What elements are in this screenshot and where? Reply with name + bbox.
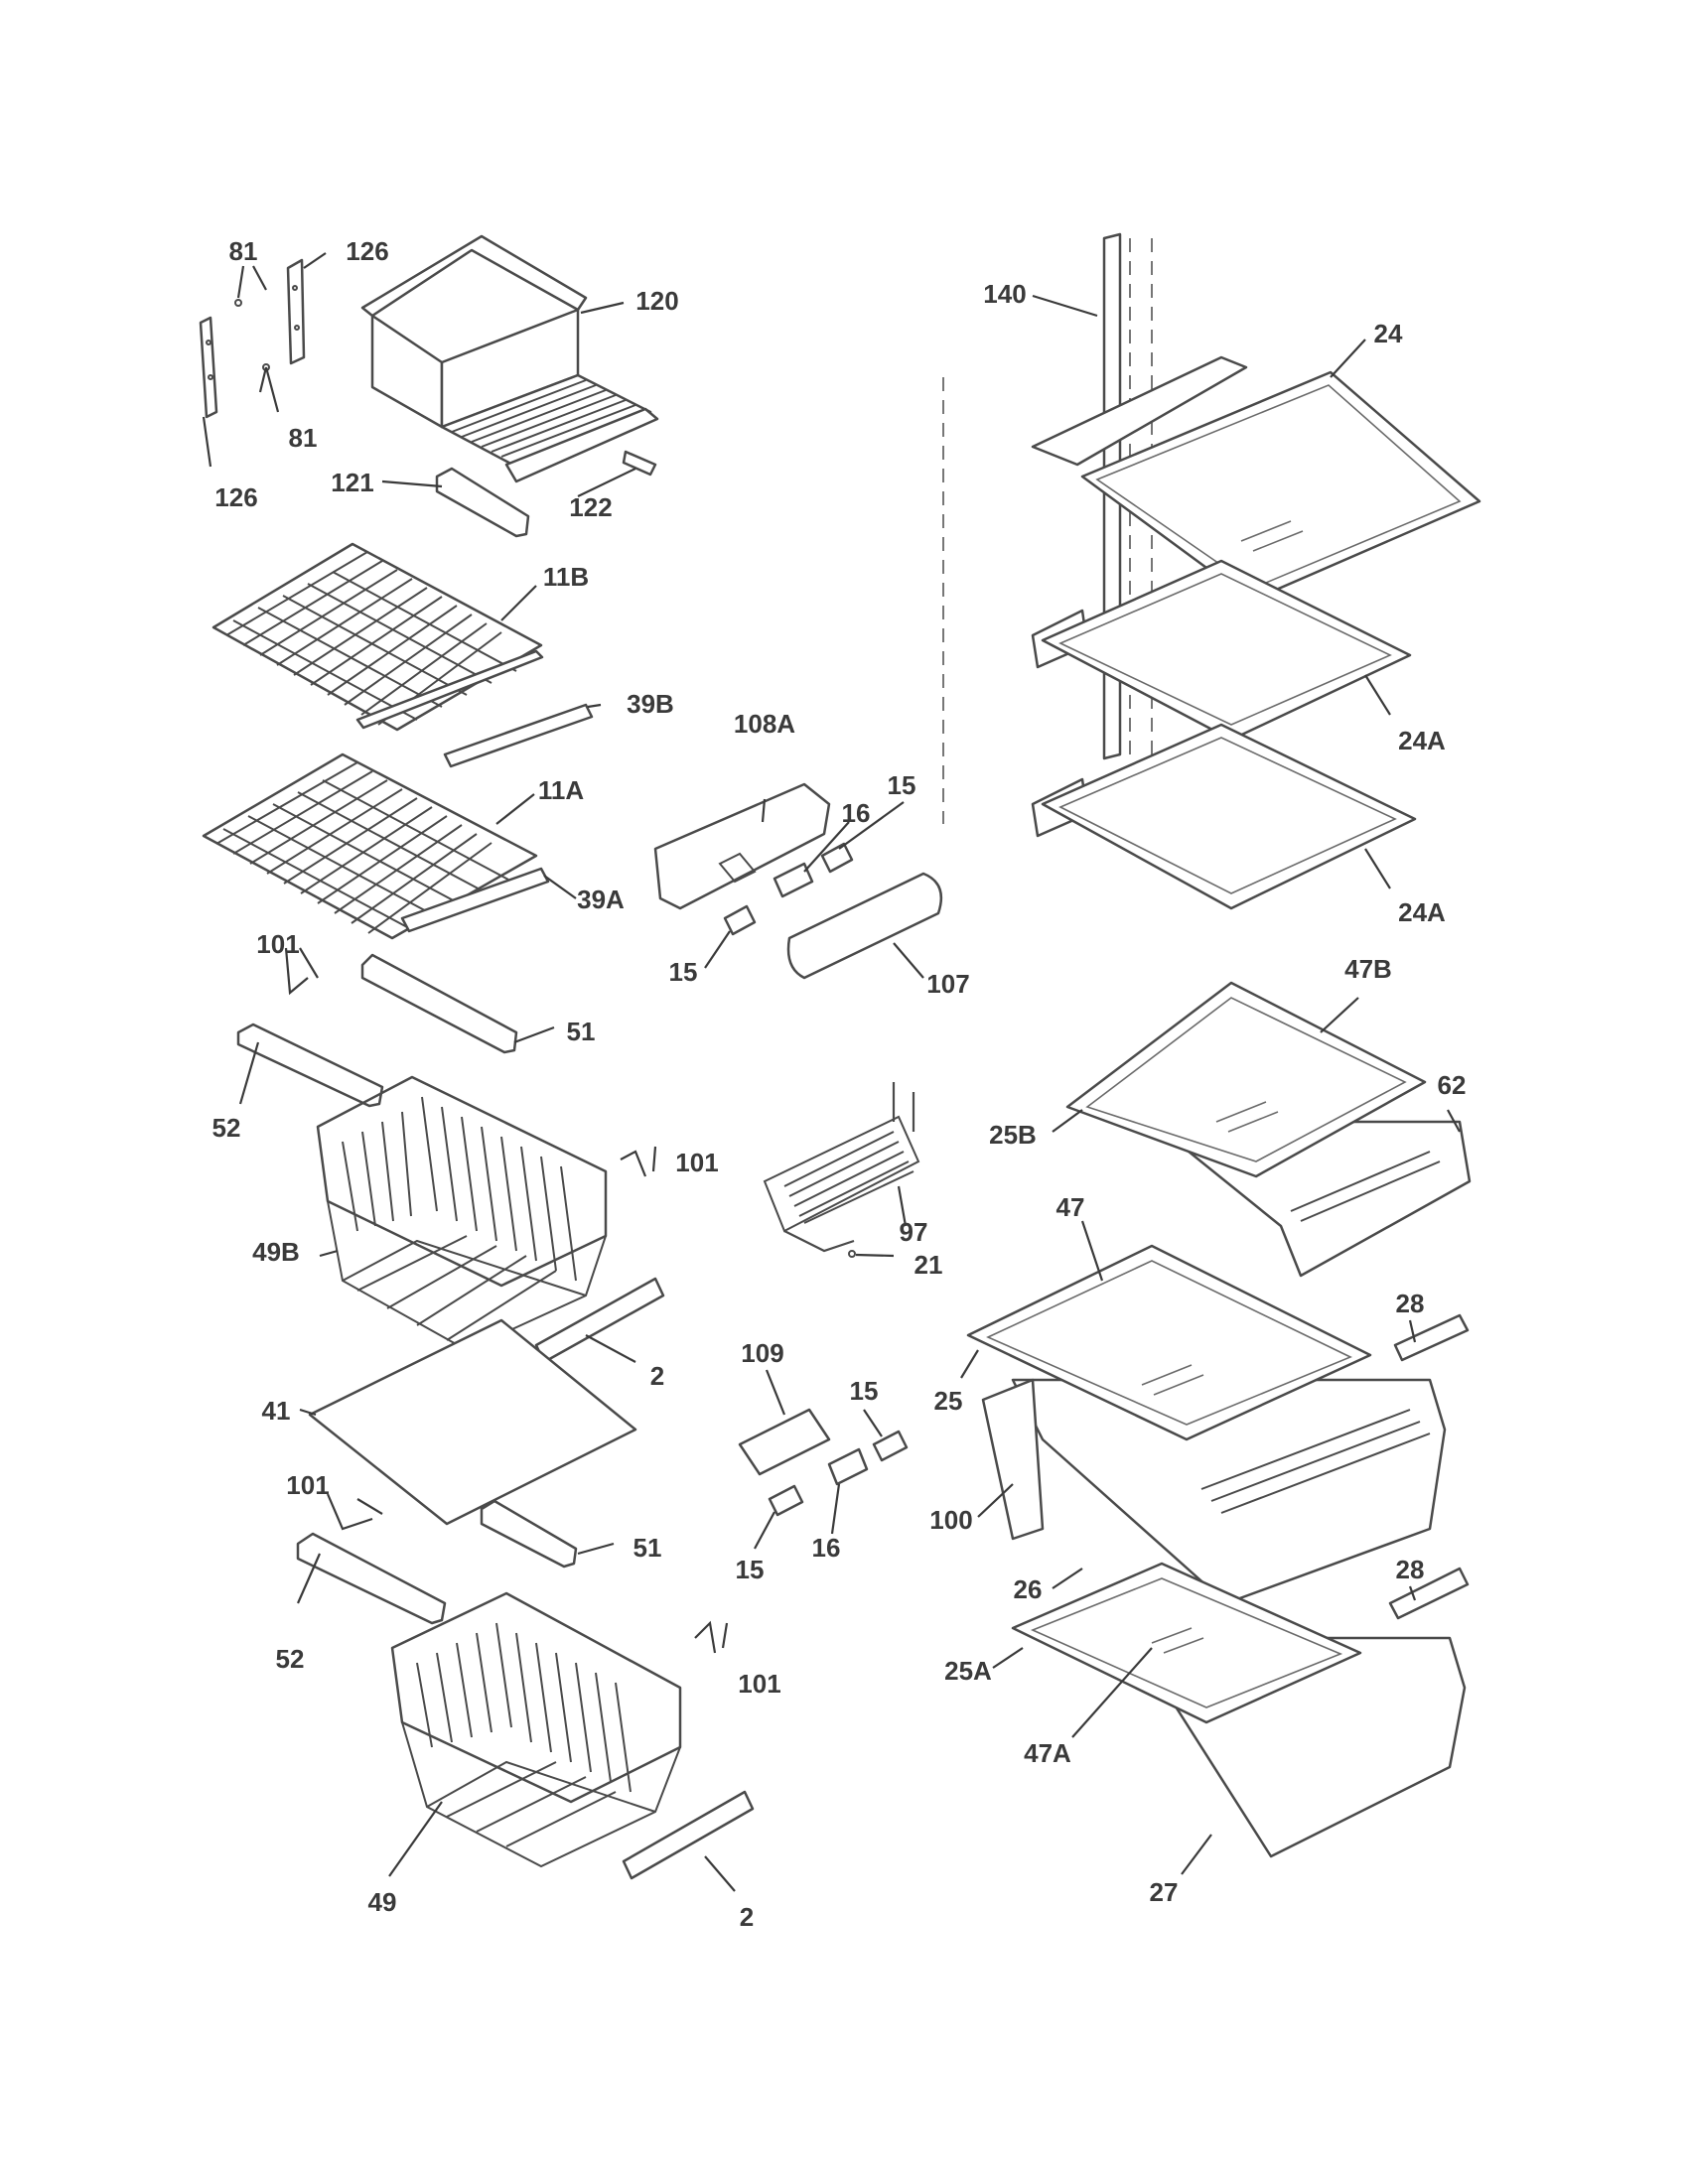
callout-81-bot: 81 bbox=[289, 423, 318, 453]
callout-25: 25 bbox=[934, 1386, 963, 1416]
ice-shelf-pin-122 bbox=[622, 450, 657, 477]
callout-15-mid-right: 15 bbox=[850, 1376, 879, 1406]
callout-52-bot: 52 bbox=[276, 1644, 305, 1674]
callout-15-mid-left: 15 bbox=[736, 1555, 765, 1584]
callout-62: 62 bbox=[1438, 1070, 1467, 1100]
callout-28-top: 28 bbox=[1396, 1289, 1425, 1318]
glass-shelf-24a-top bbox=[1031, 559, 1412, 742]
ice-shelf-bracket-121 bbox=[435, 467, 530, 538]
callout-39b: 39B bbox=[627, 689, 674, 719]
callout-16-mid: 16 bbox=[812, 1533, 841, 1563]
drawer-bracket-28-top bbox=[1393, 1313, 1470, 1362]
crisper-cover-25a bbox=[1011, 1562, 1362, 1724]
callout-24a-bot: 24A bbox=[1398, 897, 1446, 927]
wire-shelf-11a bbox=[202, 752, 538, 940]
light-bulb-15-mid-right bbox=[872, 1430, 909, 1462]
light-bulb-15-top-left bbox=[723, 904, 757, 936]
callout-21: 21 bbox=[914, 1250, 943, 1280]
wire-basket-49b bbox=[316, 1075, 608, 1352]
light-socket-16-top bbox=[773, 862, 814, 898]
callout-97: 97 bbox=[900, 1217, 928, 1247]
callout-11a: 11A bbox=[538, 775, 584, 805]
callout-27: 27 bbox=[1150, 1877, 1179, 1907]
light-shield-107 bbox=[786, 872, 943, 980]
callout-49: 49 bbox=[368, 1887, 397, 1917]
callout-140: 140 bbox=[983, 279, 1026, 309]
mounting-bracket-right bbox=[286, 258, 306, 365]
callout-24: 24 bbox=[1374, 319, 1403, 348]
callout-122: 122 bbox=[569, 492, 612, 522]
light-housing-109 bbox=[738, 1408, 831, 1476]
slide-rail-51-top bbox=[360, 953, 518, 1054]
callout-101-b: 101 bbox=[675, 1148, 718, 1177]
callout-47: 47 bbox=[1056, 1192, 1085, 1222]
callout-26: 26 bbox=[1014, 1574, 1043, 1604]
shelf-trim-39a bbox=[400, 867, 550, 933]
crisper-drawer-26 bbox=[1011, 1378, 1447, 1605]
basket-trim-2-bot bbox=[622, 1790, 755, 1880]
screw-81 bbox=[234, 299, 270, 371]
callout-51-top: 51 bbox=[567, 1017, 596, 1046]
callout-101-d: 101 bbox=[738, 1669, 780, 1699]
callout-25b: 25B bbox=[989, 1120, 1037, 1150]
light-bulb-15-mid-left bbox=[768, 1484, 804, 1517]
leader-lines bbox=[202, 252, 1461, 1892]
slide-rail-52-bot bbox=[296, 1532, 447, 1625]
light-bulb-15-top-right bbox=[820, 842, 854, 874]
drawer-bracket-28-bot bbox=[1388, 1567, 1470, 1620]
callout-15-top-left: 15 bbox=[669, 957, 698, 987]
callout-101-c: 101 bbox=[286, 1470, 329, 1500]
shelf-rail-140 bbox=[942, 232, 1153, 824]
glass-shelf-24a-bot bbox=[1031, 723, 1417, 910]
wire-shelf-11b bbox=[211, 542, 544, 732]
callout-126-top: 126 bbox=[346, 236, 388, 266]
callout-81-top: 81 bbox=[229, 236, 258, 266]
slide-rail-52-top bbox=[236, 1023, 384, 1108]
callout-16-top: 16 bbox=[842, 798, 871, 828]
callout-126-bot: 126 bbox=[214, 482, 257, 512]
basket-trim-2-top bbox=[534, 1277, 665, 1364]
drawer-rail-100 bbox=[981, 1378, 1045, 1541]
callout-109: 109 bbox=[741, 1338, 783, 1368]
callout-28-bot: 28 bbox=[1396, 1555, 1425, 1584]
callout-15-top-right: 15 bbox=[888, 770, 916, 800]
callout-41: 41 bbox=[262, 1396, 291, 1426]
ice-bucket-shelf bbox=[360, 234, 659, 483]
callout-52-top: 52 bbox=[212, 1113, 241, 1143]
callout-120: 120 bbox=[635, 286, 678, 316]
callout-107: 107 bbox=[926, 969, 969, 999]
callout-101-a: 101 bbox=[256, 929, 299, 959]
callout-49b: 49B bbox=[252, 1237, 300, 1267]
callout-47b: 47B bbox=[1344, 954, 1392, 984]
callout-11b: 11B bbox=[543, 562, 589, 592]
glass-shelf-24 bbox=[1031, 355, 1481, 603]
screw-21 bbox=[848, 1250, 856, 1258]
callout-47a: 47A bbox=[1024, 1738, 1071, 1768]
divider-shelf-41 bbox=[308, 1318, 637, 1526]
callout-25a: 25A bbox=[944, 1656, 992, 1686]
callout-108a: 108A bbox=[734, 709, 795, 739]
wire-basket-49 bbox=[390, 1591, 682, 1868]
light-housing-108a bbox=[653, 782, 831, 910]
callout-39a: 39A bbox=[577, 885, 625, 914]
slide-rail-51-bot bbox=[480, 1499, 578, 1569]
shelf-trim-39b bbox=[443, 703, 594, 768]
water-tank-97 bbox=[763, 1082, 920, 1253]
mounting-bracket-left bbox=[199, 316, 218, 419]
crisper-cover-25b bbox=[1065, 981, 1427, 1178]
light-socket-16-mid bbox=[827, 1447, 869, 1486]
callout-51-bot: 51 bbox=[633, 1533, 662, 1563]
callout-2-top: 2 bbox=[650, 1361, 664, 1391]
callout-100: 100 bbox=[929, 1505, 972, 1535]
callout-121: 121 bbox=[331, 468, 373, 497]
callout-2-bot: 2 bbox=[740, 1902, 754, 1932]
crisper-cover-25 bbox=[966, 1244, 1372, 1441]
callout-24a-top: 24A bbox=[1398, 726, 1446, 755]
